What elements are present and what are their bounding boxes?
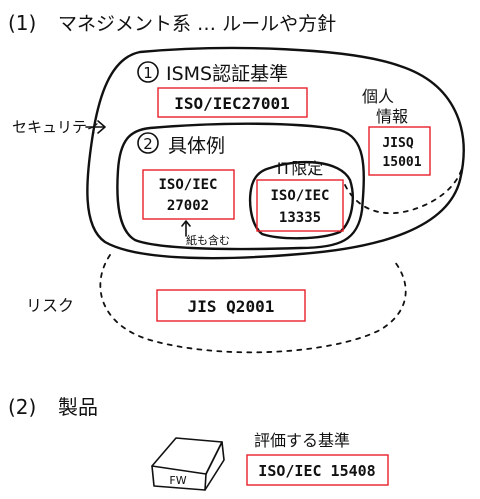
it-limited-title: IT限定 xyxy=(277,159,324,178)
concrete-number: 2 xyxy=(143,135,153,153)
risk-boundary xyxy=(99,254,407,354)
management-boundary xyxy=(86,46,465,260)
iso13335-box xyxy=(256,179,344,232)
iso13335-line2: 13335 xyxy=(279,210,321,226)
section2-title: 製品 xyxy=(58,395,98,419)
firewall-label: FW xyxy=(169,474,186,487)
section2-number: (2) xyxy=(8,395,36,419)
concrete-title: 具体例 xyxy=(168,135,225,157)
concrete-examples-boundary xyxy=(116,122,365,251)
jisq2001-label: JIS Q2001 xyxy=(188,297,275,316)
security-label: セキュリティ xyxy=(12,118,101,136)
iso13335-line1: ISO/IEC xyxy=(270,188,329,204)
jisq15001-box xyxy=(368,126,431,176)
firewall-box-icon: FW xyxy=(151,437,225,491)
personal-info-boundary xyxy=(344,167,463,215)
section1-number: (1) xyxy=(8,11,36,35)
iso27001-label: ISO/IEC27001 xyxy=(174,94,290,113)
isms-number: 1 xyxy=(143,64,153,82)
risk-label: リスク xyxy=(26,296,74,315)
concrete-number-circle xyxy=(137,132,159,154)
jisq-number: 15001 xyxy=(382,155,421,170)
paper-note: 紙も含む xyxy=(186,233,230,247)
it-limited-boundary xyxy=(248,160,354,240)
security-arrowhead xyxy=(97,120,106,134)
isms-number-circle xyxy=(137,61,159,83)
jisq-label: JISQ xyxy=(382,136,413,151)
iso27002-box xyxy=(142,169,235,220)
isms-title: ISMS認証基準 xyxy=(166,63,288,85)
iso27002-line2: 27002 xyxy=(167,198,209,214)
iso27001-box xyxy=(157,87,308,118)
jisq2001-box xyxy=(156,289,306,322)
personal-info-title-2: 情報 xyxy=(376,107,408,126)
section1-title: マネジメント系 … ルールや方針 xyxy=(58,13,336,35)
evaluation-title: 評価する基準 xyxy=(254,431,350,450)
iso27002-line1: ISO/IEC xyxy=(158,177,217,193)
paper-note-arrow xyxy=(181,220,191,237)
iso15408-box xyxy=(246,454,389,486)
personal-info-title-1: 個人 xyxy=(362,87,394,106)
iso15408-label: ISO/IEC 15408 xyxy=(258,462,375,480)
